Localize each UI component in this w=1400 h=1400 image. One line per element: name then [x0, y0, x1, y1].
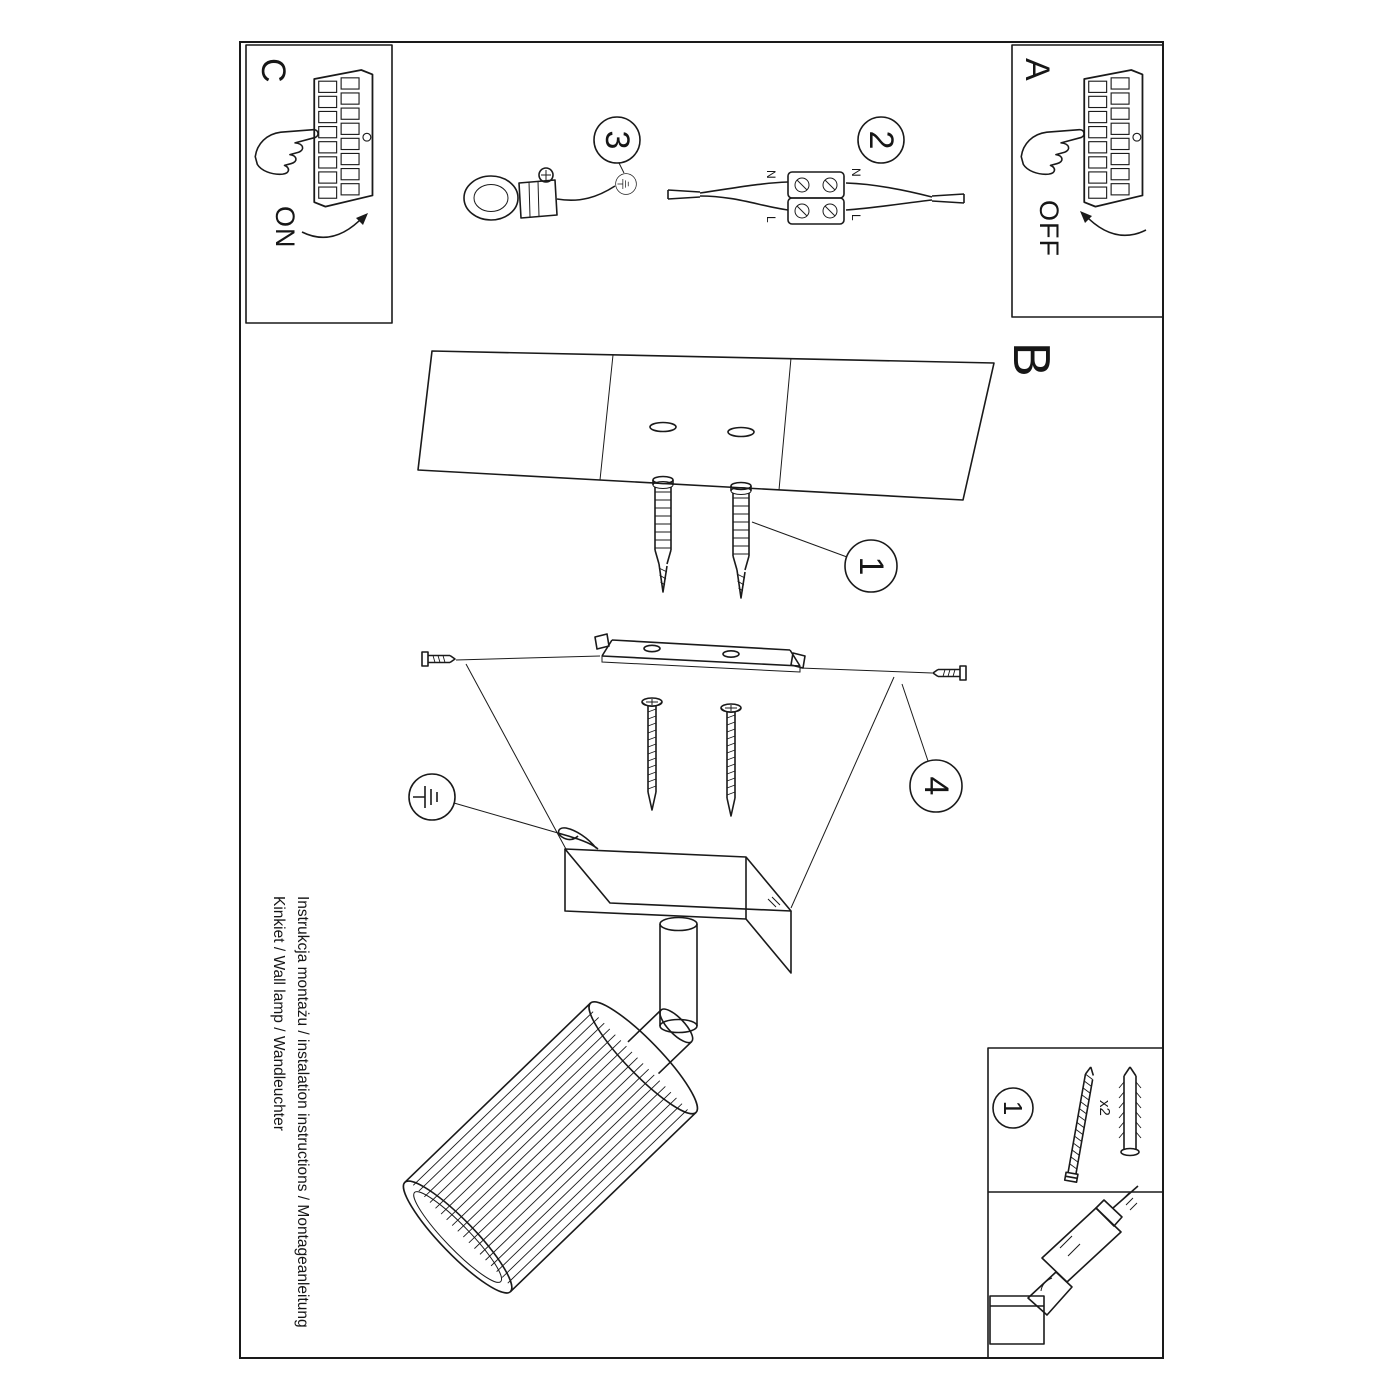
- wire-label-l-right: L: [849, 214, 863, 221]
- wall-plug-left: [652, 475, 674, 593]
- parts-callout-circle: [992, 1087, 1034, 1129]
- panel-c: C ON: [245, 44, 393, 324]
- wire-label-l-left: L: [764, 216, 778, 223]
- terminal-upper: [787, 171, 845, 199]
- mounting-bracket: [594, 633, 806, 673]
- wire-label-n-right: N: [849, 168, 863, 177]
- callout-2: 2: [862, 131, 900, 150]
- panel-a-label: A: [1018, 58, 1056, 81]
- fixing-screw-left: [421, 651, 456, 667]
- drill-hole-left: [649, 421, 677, 433]
- callout-1-leader: [751, 521, 848, 558]
- page-frame: [239, 41, 1164, 1359]
- callout-3-leader: [618, 162, 625, 174]
- wires-right: [845, 182, 965, 211]
- callout-1: 1: [852, 557, 890, 576]
- callout-1-circle: [844, 539, 898, 593]
- earth-leader: [453, 802, 559, 834]
- mounting-screw-left: [641, 697, 663, 811]
- panel-a-box: [1011, 44, 1164, 318]
- panel-c-box: [245, 44, 393, 324]
- clamp-ring-inner: [473, 184, 509, 212]
- parts-plug-icon: [1118, 1066, 1142, 1157]
- panel-b-label: B: [1002, 342, 1060, 377]
- callout-3: 3: [598, 131, 636, 150]
- clamp-ring: [463, 175, 519, 221]
- sheet-title-instructions: Instrukcja montażu / instalation instruc…: [294, 896, 311, 1328]
- lamp-pivot: [659, 916, 698, 1034]
- panel-c-label: C: [254, 58, 292, 83]
- quantity-label: x2: [1096, 1100, 1113, 1116]
- lamp-shade: [402, 1001, 699, 1294]
- hand-a: [1015, 121, 1093, 181]
- projection-right: [790, 676, 895, 909]
- off-label: OFF: [1034, 200, 1064, 257]
- earth-wire: [556, 185, 616, 202]
- fixing-screw-right: [932, 665, 967, 681]
- drill-hole-right: [727, 426, 755, 438]
- step3-clamp: 3: [463, 116, 641, 221]
- callout-4-circle: [909, 759, 963, 813]
- callout-4-leader: [901, 683, 929, 762]
- switch-bank-c: [313, 69, 374, 208]
- sheet-title-product: Kinkiet / Wall lamp / Wandleuchter: [270, 896, 287, 1131]
- callout-3-circle: [593, 116, 641, 164]
- earth-pigtail-wire: [557, 827, 599, 850]
- callout-4: 4: [917, 777, 955, 796]
- arrow-on: [301, 212, 369, 239]
- projection-left: [465, 663, 568, 852]
- parts-callout: 1: [998, 1101, 1028, 1115]
- parts-box: 1 x2: [987, 1047, 1164, 1359]
- mounting-screw-right: [720, 703, 742, 817]
- wire-label-n-left: N: [764, 170, 778, 179]
- on-label: ON: [270, 206, 300, 249]
- terminal-lower: [787, 197, 845, 225]
- wall-plate: [417, 350, 995, 501]
- drill-icon: [989, 1185, 1139, 1345]
- wires-left: [667, 181, 789, 211]
- earth-symbol-large: [408, 773, 456, 821]
- lamp-base: [564, 848, 792, 974]
- callout-2-circle: [857, 116, 905, 164]
- switch-bank-a: [1083, 69, 1144, 208]
- terminal-screws: [794, 177, 838, 219]
- step2-terminal: 2 N N L L: [667, 116, 965, 225]
- earth-symbol-small: [615, 173, 637, 195]
- arrow-off: [1079, 210, 1147, 237]
- panel-a: A OFF: [1011, 44, 1164, 318]
- parts-screw-icon: [1063, 1066, 1095, 1184]
- leader-right: [799, 667, 933, 674]
- clamp-block: [518, 167, 558, 219]
- wall-plug-right: [730, 481, 752, 599]
- parts-box-frame: [987, 1047, 1164, 1359]
- leader-left: [455, 655, 601, 661]
- panel-b-assembly: B 1 4: [402, 342, 1060, 1294]
